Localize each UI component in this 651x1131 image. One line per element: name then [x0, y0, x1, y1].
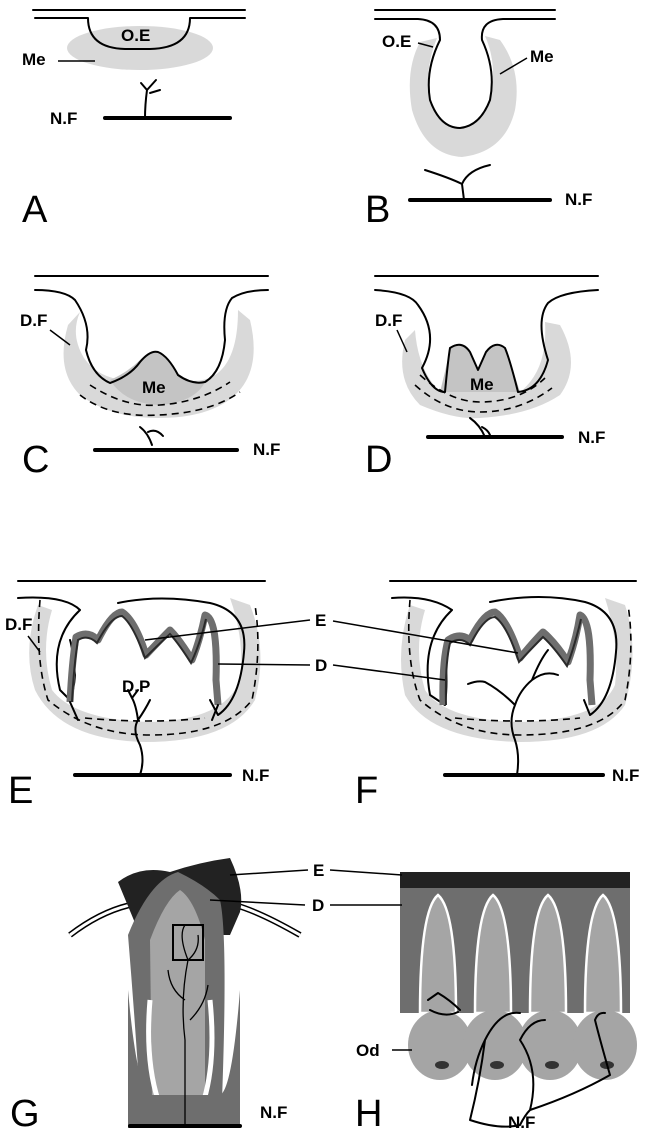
label-dental-follicle: D.F	[5, 615, 32, 634]
panel-label-b: B	[365, 189, 390, 231]
nerve-branch	[470, 418, 490, 437]
panel-label-c: C	[22, 439, 49, 481]
label-dental-follicle: D.F	[20, 311, 47, 330]
panel-label-h: H	[355, 1093, 382, 1131]
enamel-leader-g	[230, 870, 308, 875]
label-nerve-fiber: N.F	[508, 1113, 535, 1131]
odontoblast-nucleus	[435, 1061, 449, 1069]
panel-label-g: G	[10, 1093, 40, 1131]
label-enamel: E	[315, 611, 326, 630]
label-dental-follicle: D.F	[375, 311, 402, 330]
panel-g: N.F G	[10, 858, 300, 1131]
panel-d: Me D.F N.F D	[365, 276, 605, 481]
label-mesenchyme: Me	[470, 375, 494, 394]
label-mesenchyme: Me	[22, 50, 46, 69]
enamel-layer	[446, 617, 581, 705]
nerve-branch	[140, 427, 163, 445]
odontoblast-cell	[518, 1010, 582, 1080]
panel-h: Od N.F H	[355, 872, 637, 1131]
enamel-leader-h	[330, 870, 402, 875]
pulp-chamber	[150, 890, 205, 1100]
enamel-organ-right	[490, 597, 616, 715]
panel-b: O.E Me N.F B	[365, 10, 592, 231]
panel-c: Me D.F N.F C	[20, 276, 280, 481]
label-nerve-fiber: N.F	[50, 109, 77, 128]
mesenchyme-region	[410, 36, 517, 157]
label-nerve-fiber: N.F	[253, 440, 280, 459]
label-nerve-fiber: N.F	[565, 190, 592, 209]
odontoblast-cell	[463, 1010, 527, 1080]
label-oral-epithelium: O.E	[121, 26, 150, 45]
label-mesenchyme: Me	[142, 378, 166, 397]
odontoblast-cell	[408, 1010, 472, 1080]
odontoblast-nucleus	[545, 1061, 559, 1069]
label-oral-epithelium: O.E	[382, 32, 411, 51]
panel-label-d: D	[365, 439, 392, 481]
panel-label-a: A	[22, 189, 48, 231]
panel-e: D.P D.F N.F E	[5, 581, 269, 812]
nerve-branch	[468, 650, 558, 775]
label-nerve-fiber: N.F	[242, 766, 269, 785]
panel-a: O.E Me N.F A	[22, 10, 245, 231]
dentin-leader-e	[218, 664, 310, 665]
enamel-band	[400, 872, 630, 888]
label-nerve-fiber: N.F	[612, 766, 639, 785]
enamel-organ-right	[118, 599, 244, 716]
panel-f: N.F F	[355, 581, 639, 812]
panel-label-e: E	[8, 770, 33, 812]
label-nerve-fiber: N.F	[578, 428, 605, 447]
nerve-branch	[141, 80, 156, 118]
nerve-twig	[150, 90, 160, 93]
label-mesenchyme: Me	[530, 47, 554, 66]
odontoblast-nucleus	[490, 1061, 504, 1069]
nerve-branch	[425, 165, 490, 200]
enamel-leader-f	[333, 621, 518, 653]
label-odontoblast: Od	[356, 1041, 380, 1060]
label-nerve-fiber: N.F	[260, 1103, 287, 1122]
odontoblast-cell	[573, 1010, 637, 1080]
label-dentin: D	[312, 896, 324, 915]
label-enamel: E	[313, 861, 324, 880]
label-dentin: D	[315, 656, 327, 675]
panel-label-f: F	[355, 770, 378, 812]
